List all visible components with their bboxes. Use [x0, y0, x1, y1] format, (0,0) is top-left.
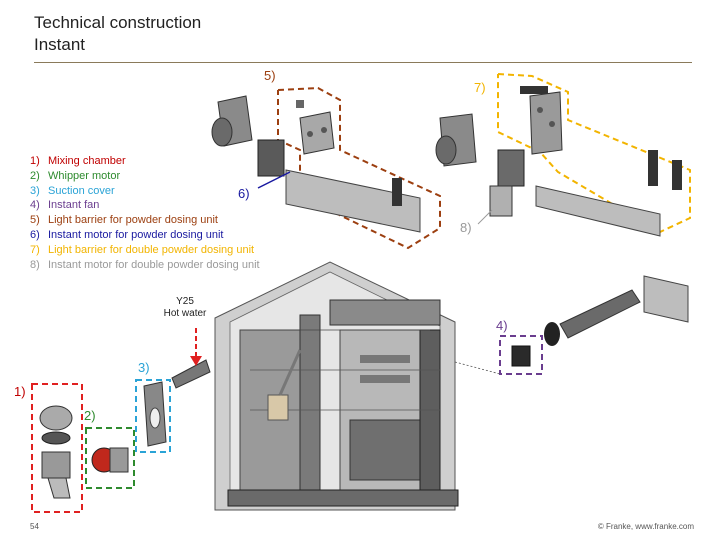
legend-item-3: 3)Suction cover	[30, 184, 115, 197]
copyright-notice: © Franke, www.franke.com	[597, 522, 694, 531]
legend-item-4: 4)Instant fan	[30, 199, 100, 212]
callout-6-leader	[257, 171, 291, 189]
title-divider	[34, 62, 692, 63]
y25-hot-water-label: Y25 Hot water	[150, 296, 220, 320]
callout-8-leader	[477, 209, 493, 225]
mixing-chamber-group	[31, 383, 83, 513]
machine-frame	[214, 261, 459, 511]
legend-item-1: 1)Mixing chamber	[30, 155, 126, 167]
legend-item-7: 7)Light barrier for double powder dosing…	[30, 243, 255, 256]
callout-4: 4)	[496, 318, 508, 333]
parts-legend: 1)Mixing chamber 2)Whipper motor 3)Sucti…	[30, 154, 260, 272]
instant-fan-group	[454, 275, 689, 375]
y25-code: Y25	[176, 296, 194, 307]
callout-3: 3)	[138, 360, 150, 375]
callout-6: 6)	[238, 186, 250, 201]
callout-2: 2)	[84, 408, 96, 423]
whipper-motor-group	[85, 427, 135, 489]
hot-water-arrow	[190, 328, 202, 366]
callout-1: 1)	[14, 384, 26, 399]
callout-5: 5)	[264, 68, 276, 83]
y25-description: Hot water	[163, 308, 207, 319]
group-7-outline	[497, 73, 691, 234]
legend-item-2: 2)Whipper motor	[30, 169, 121, 182]
title-line-1: Technical construction	[34, 13, 202, 32]
double-dosing-assembly	[435, 86, 682, 237]
page-title: Technical construction Instant	[34, 12, 201, 56]
page-number: 54	[30, 522, 39, 531]
suction-cover-group	[135, 359, 211, 453]
callout-8: 8)	[460, 220, 472, 235]
legend-item-8: 8)Instant motor for double powder dosing…	[30, 258, 260, 271]
callout-7: 7)	[474, 80, 486, 95]
title-line-2: Instant	[34, 35, 86, 54]
legend-item-5: 5)Light barrier for powder dosing unit	[30, 214, 218, 227]
legend-item-6: 6)Instant motor for powder dosing unit	[30, 228, 224, 241]
powder-dosing-assembly	[211, 95, 421, 233]
